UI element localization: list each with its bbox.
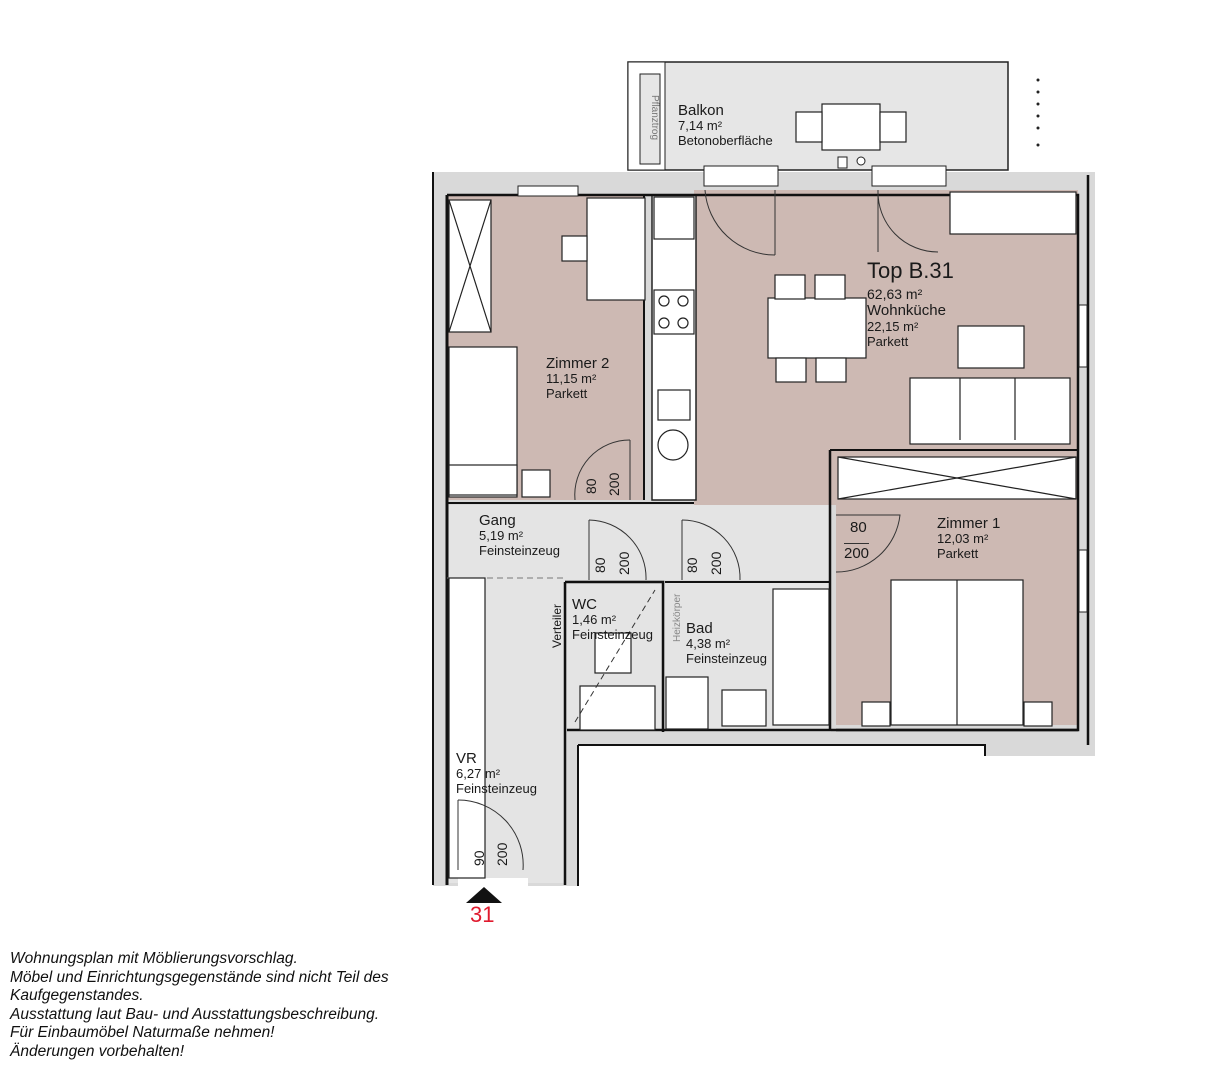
room-label-gang: Gang 5,19 m² Feinsteinzeug	[479, 512, 560, 559]
note-line: Möbel und Einrichtungsgegenstände sind n…	[10, 968, 389, 986]
room-area: 6,27 m²	[456, 766, 501, 782]
door-width-wc: 80	[592, 557, 608, 573]
room-floor: Feinsteinzeug	[479, 543, 560, 559]
room-floor: Parkett	[867, 333, 909, 349]
door-height-bad: 200	[708, 551, 724, 575]
door-swings	[457, 189, 939, 871]
room-floor: Betonoberfläche	[678, 133, 773, 149]
unit-total-area: 62,63 m²	[867, 286, 923, 303]
room-name: Gang	[479, 512, 516, 529]
entry-number: 31	[470, 902, 495, 927]
door-height-zimmer-1: 200	[844, 543, 870, 562]
planter-label: Pflanztrog	[649, 95, 660, 141]
room-label-zimmer-2: Zimmer 2 11,15 m² Parkett	[546, 355, 609, 402]
balcony	[627, 61, 1040, 171]
room-area: 12,03 m²	[937, 531, 989, 547]
room-area: 22,15 m²	[867, 318, 919, 334]
room-label-zimmer-1: Zimmer 1 12,03 m² Parkett	[937, 515, 1000, 562]
radiator-label: Heizkörper	[672, 593, 683, 642]
unit-label: Top B.31 62,63 m² Wohnküche 22,15 m² Par…	[867, 258, 954, 350]
room-floor: Feinsteinzeug	[456, 781, 537, 797]
room-floor: Feinsteinzeug	[572, 627, 653, 643]
room-name: VR	[456, 750, 477, 767]
door-width-zimmer-1: 80	[850, 519, 867, 536]
room-floor: Parkett	[937, 546, 979, 562]
distributor-label: Verteiler	[550, 603, 564, 648]
door-width-bad: 80	[684, 557, 700, 573]
door-height-zimmer-2: 200	[606, 472, 622, 496]
room-name: Balkon	[678, 102, 724, 119]
room-name: Zimmer 1	[937, 515, 1001, 532]
room-name: WC	[572, 596, 597, 613]
note-line: Kaufgegenstandes.	[10, 987, 144, 1004]
room-name: Wohnküche	[867, 302, 946, 320]
room-floor: Parkett	[546, 386, 588, 402]
room-name: Bad	[686, 620, 713, 637]
door-width-vr: 90	[471, 850, 487, 866]
room-area: 1,46 m²	[572, 612, 617, 628]
door-width-zimmer-2: 80	[583, 478, 599, 494]
door-height-vr: 200	[494, 842, 510, 866]
room-name: Zimmer 2	[546, 355, 610, 372]
room-label-vr: VR 6,27 m² Feinsteinzeug	[456, 750, 537, 797]
room-area: 5,19 m²	[479, 528, 524, 544]
note-line: Ausstattung laut Bau- und Ausstattungsbe…	[10, 1005, 380, 1023]
note-line: Für Einbaumöbel Naturmaße nehmen!	[10, 1024, 275, 1041]
plan-notes: Wohnungsplan mit Möblierungsvorschlag. M…	[10, 950, 389, 1061]
entry-arrow-icon	[466, 887, 502, 903]
room-label-balkon: Balkon 7,14 m² Betonoberfläche	[678, 102, 773, 149]
unit-title: Top B.31	[867, 258, 954, 283]
room-area: 11,15 m²	[546, 371, 597, 387]
room-label-bad: Bad 4,38 m² Feinsteinzeug	[686, 620, 767, 667]
door-height-wc: 200	[616, 551, 632, 575]
room-floor: Feinsteinzeug	[686, 651, 767, 667]
room-label-wc: WC 1,46 m² Feinsteinzeug	[572, 596, 653, 643]
note-line: Änderungen vorbehalten!	[10, 1042, 185, 1060]
note-line: Wohnungsplan mit Möblierungsvorschlag.	[10, 950, 298, 967]
furniture	[448, 191, 1077, 879]
room-area: 4,38 m²	[686, 636, 731, 652]
room-area: 7,14 m²	[678, 118, 723, 134]
